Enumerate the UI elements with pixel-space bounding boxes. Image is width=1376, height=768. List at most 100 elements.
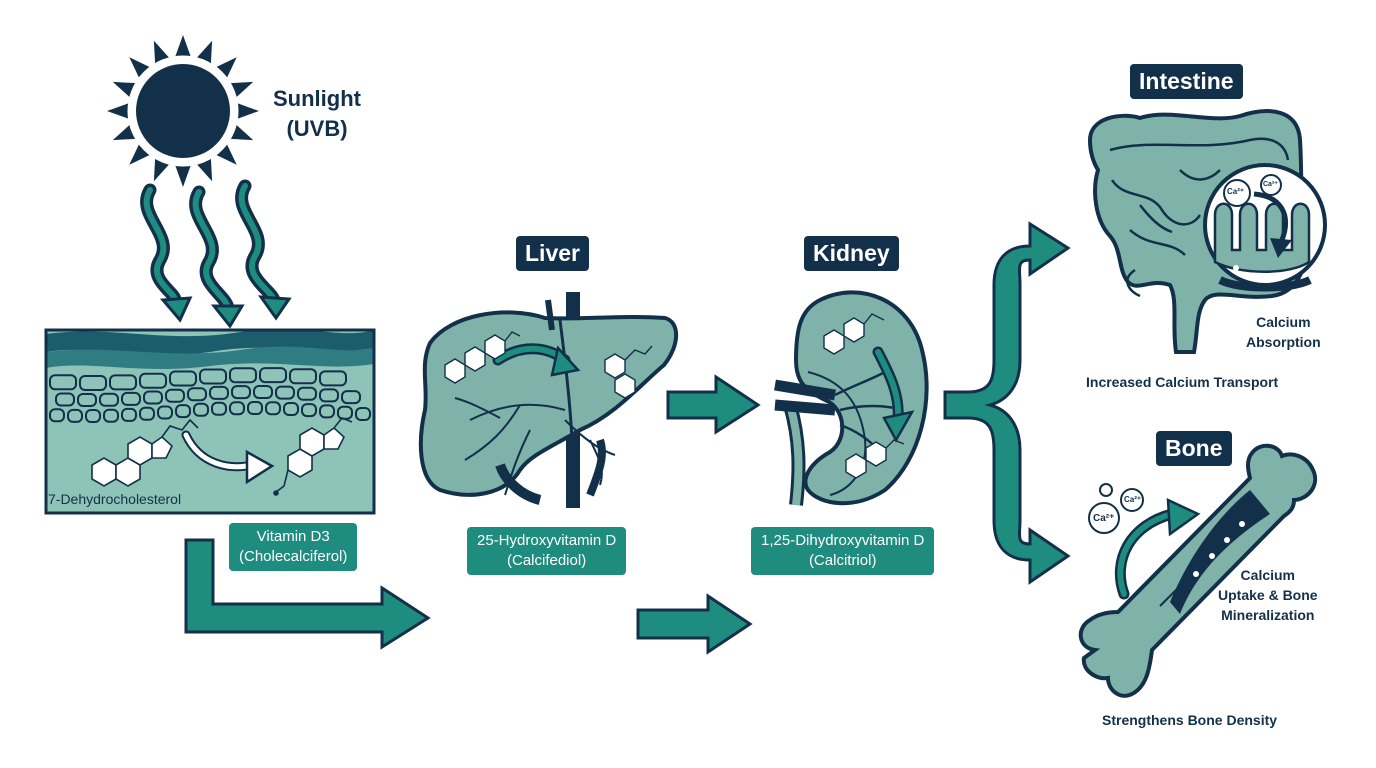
uvb-arrowheads (159, 295, 292, 329)
calcium-absorption-label: Calcium Absorption (1246, 312, 1321, 352)
intestine-caption: Increased Calcium Transport (1086, 374, 1279, 390)
flow-arrow-kidney-to-targets (943, 221, 1071, 585)
skin-cell (77, 393, 97, 407)
skin-cell (67, 408, 83, 423)
skin-cell (319, 404, 335, 419)
sun-ray (153, 40, 170, 64)
sun-ray (230, 81, 254, 98)
sunlight-label: Sunlight (UVB) (262, 84, 372, 144)
flow-arrow-liver-to-kidney (666, 374, 761, 435)
sun-ray (196, 40, 213, 64)
uvb-rays-inner (143, 183, 277, 311)
sun-ray (175, 165, 191, 187)
sun-ray (107, 103, 129, 119)
calcitriol-label-line2: (Calcitriol) (808, 552, 877, 569)
calcium-absorption-line2: Absorption (1246, 334, 1321, 350)
skin-cell (121, 407, 137, 422)
calcitriol-label: 1,25-Dihydroxyvitamin D (Calcitriol) (751, 527, 935, 575)
skin-cell (247, 401, 263, 415)
molecule-vitamin-d3-icon (273, 417, 353, 496)
sunlight-label-line2: (UVB) (286, 116, 348, 141)
calcium-uptake-label: Calcium Uptake & Bone Mineralization (1218, 565, 1318, 625)
bone-ion-label-1: Ca²⁺ (1124, 495, 1142, 504)
calcium-uptake-line1: Calcium (1240, 567, 1296, 583)
conversion-arrow-skin (181, 430, 275, 485)
skin-cell (283, 402, 299, 416)
skin-cell (193, 402, 209, 417)
intestine-ion-label-2: Ca²⁺ (1263, 181, 1278, 188)
skin-cell (49, 374, 77, 391)
calcifediol-label-line1: 25-Hydroxyvitamin D (477, 532, 617, 549)
sunlight-label-line1: Sunlight (273, 86, 361, 111)
vitamin-d3-label: Vitamin D3 (Cholecalciferol) (229, 523, 358, 571)
skin-cell (289, 368, 317, 385)
skin-cell (341, 390, 361, 405)
skin-cell (85, 409, 101, 423)
molecule-7dhc-icon (91, 418, 199, 487)
skin-cell (355, 407, 371, 421)
sun-ray (230, 124, 254, 141)
kidney-illustration (774, 290, 929, 506)
skin-cell (301, 403, 317, 418)
sun-ray (196, 158, 213, 182)
liver-illustration (418, 292, 679, 508)
bone-ion-label-2: Ca²⁺ (1093, 513, 1115, 524)
skin-cell (139, 406, 155, 421)
bone-heading: Bone (1156, 431, 1232, 466)
skin-cell (55, 392, 75, 407)
intestine-heading: Intestine (1130, 64, 1243, 99)
skin-cell (231, 385, 251, 400)
calcifediol-label: 25-Hydroxyvitamin D (Calcifediol) (467, 527, 627, 575)
skin-cell (139, 372, 167, 389)
precursor-label: 7-Dehydrocholesterol (48, 491, 182, 507)
sun-ray (175, 35, 191, 57)
skin-cell (199, 368, 227, 385)
skin-cell (253, 385, 273, 399)
skin-cell (103, 408, 119, 423)
skin-cell (121, 391, 141, 406)
bone-caption: Strengthens Bone Density (1102, 712, 1278, 728)
calcium-uptake-line3: Mineralization (1221, 607, 1315, 623)
bone-illustration (1078, 443, 1318, 698)
skin-cell (209, 385, 229, 400)
vitamin-d3-label-line2: (Cholecalciferol) (239, 548, 348, 565)
skin-cell (99, 392, 119, 407)
kidney-heading: Kidney (804, 236, 899, 271)
calcifediol-label-line2: (Calcifediol) (507, 552, 587, 569)
skin-cell (165, 388, 185, 403)
sun-ray (129, 144, 150, 165)
skin-cell (319, 388, 339, 403)
skin-cell (229, 367, 257, 384)
flow-arrow-skin-to-liver (184, 538, 431, 650)
sun-ray (129, 57, 150, 78)
sun-ray (216, 144, 237, 165)
skin-cell (175, 404, 191, 419)
sun-icon (107, 35, 259, 187)
skin-cross-section (44, 328, 376, 515)
skin-cell (229, 401, 245, 416)
calcium-uptake-line2: Uptake & Bone (1218, 587, 1318, 603)
sun-ray (112, 124, 136, 141)
liver-heading: Liver (516, 236, 589, 271)
intestine-illustration (1087, 109, 1327, 354)
skin-cell (49, 408, 65, 423)
skin-cell (319, 370, 347, 387)
skin-cell (275, 385, 295, 400)
skin-cell (109, 374, 137, 391)
bone-mineral-dots (1193, 521, 1245, 577)
skin-cell (157, 405, 173, 420)
skin-cell (169, 370, 197, 387)
skin-cell (79, 375, 107, 391)
skin-cell (337, 405, 353, 420)
skin-cell (143, 390, 163, 405)
skin-cell (297, 386, 317, 401)
calcitriol-label-line1: 1,25-Dihydroxyvitamin D (761, 532, 925, 549)
intestine-ion-label-1: Ca²⁺ (1227, 187, 1245, 196)
calcium-absorption-line1: Calcium (1256, 314, 1311, 330)
skin-cell (187, 387, 207, 402)
skin-cell (211, 401, 227, 416)
skin-cell (265, 401, 281, 416)
vitamin-d3-label-line1: Vitamin D3 (256, 528, 330, 545)
sun-ray (237, 103, 259, 119)
sun-ray (216, 57, 237, 78)
